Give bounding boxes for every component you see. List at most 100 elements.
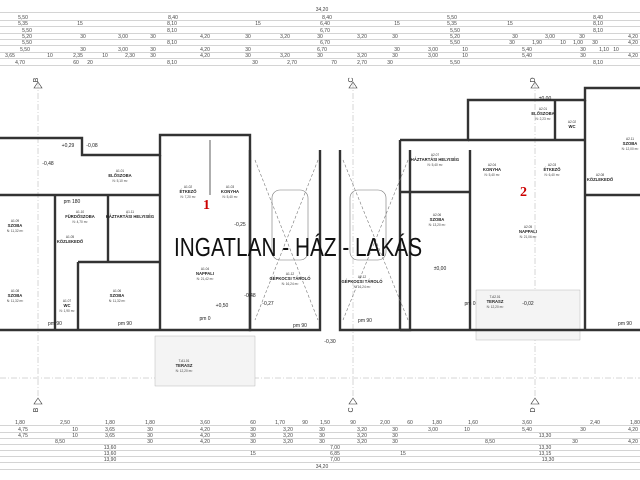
room-code: A1.11 bbox=[126, 210, 134, 214]
dimension-label: 30 bbox=[512, 34, 518, 40]
dimension-label: 3,00 bbox=[545, 34, 555, 40]
room-code: A1.02 bbox=[184, 185, 193, 189]
dimension-label: 13,60 bbox=[104, 451, 117, 457]
dimension-label: 3,20 bbox=[357, 427, 367, 433]
dimension-label: 4,20 bbox=[628, 427, 638, 433]
room-name: TERASZ bbox=[487, 299, 504, 304]
dimension-label: 30 bbox=[580, 47, 586, 53]
dimension-label: 4,20 bbox=[200, 47, 210, 53]
section-arrow-icon bbox=[530, 397, 540, 405]
dimension-label: 4,20 bbox=[628, 439, 638, 445]
dimension-label: 3,60 bbox=[200, 420, 210, 426]
room-name: SZOBA bbox=[430, 217, 445, 222]
dimension-label: 10 bbox=[613, 47, 619, 53]
level-mark: +0,50 bbox=[216, 303, 229, 309]
dimension-label: 2,30 bbox=[125, 53, 135, 59]
unit-marker-2: 2 bbox=[520, 185, 527, 200]
dimension-label: 1,10 bbox=[599, 47, 609, 53]
axis-label-bottom: C bbox=[348, 407, 355, 412]
dimension-label: 3,00 bbox=[428, 427, 438, 433]
dimension-label: 3,65 bbox=[105, 433, 115, 439]
dimension-label: 30 bbox=[392, 433, 398, 439]
dimension-label: 30 bbox=[317, 53, 323, 59]
dimension-label: 8,10 bbox=[593, 28, 603, 34]
dimension-label: 15 bbox=[77, 21, 83, 27]
dimension-label: 30 bbox=[580, 427, 586, 433]
room-code: A2.02 bbox=[568, 120, 577, 124]
room-code: A1.05 bbox=[66, 235, 75, 239]
room-area: N: 12,20 m² bbox=[487, 305, 504, 309]
dimension-label: 30 bbox=[592, 40, 598, 46]
dimension-label: 4,75 bbox=[18, 433, 28, 439]
room-area: N: 11,32 m² bbox=[7, 229, 23, 233]
dimension-label: 5,40 bbox=[522, 53, 532, 59]
dimension-label: 8,10 bbox=[167, 60, 177, 66]
room-area: N: 5,40 m² bbox=[485, 173, 500, 177]
dimension-label: 1,80 bbox=[145, 420, 155, 426]
dimension-label: 3,20 bbox=[283, 427, 293, 433]
level-mark: -0,27 bbox=[262, 301, 274, 307]
dimension-label: 10 bbox=[464, 427, 470, 433]
dimension-label: 60 bbox=[407, 420, 413, 426]
axis-label-top: B bbox=[33, 77, 40, 82]
dimension-label: 8,10 bbox=[593, 60, 603, 66]
dimension-label: 7,00 bbox=[330, 457, 340, 463]
dimension-label: 1,60 bbox=[468, 420, 478, 426]
dimension-label: 10 bbox=[72, 433, 78, 439]
dimension-label: 5,50 bbox=[22, 40, 32, 46]
room-name: ÉTKEZŐ bbox=[544, 167, 562, 172]
dimension-label: 6,40 bbox=[320, 21, 330, 27]
level-mark: pm 90 bbox=[48, 321, 62, 327]
room-area: N: 21,06 m² bbox=[520, 235, 537, 239]
walls bbox=[0, 86, 640, 332]
room-name: KÖZLEKEDŐ bbox=[57, 239, 84, 244]
dimension-label: 10 bbox=[72, 427, 78, 433]
level-mark: -0,48 bbox=[42, 161, 54, 167]
dimension-label: 60 bbox=[250, 420, 256, 426]
room-code: A2.04 bbox=[488, 163, 497, 167]
dimension-label: 30 bbox=[80, 47, 86, 53]
dimension-label: 3,20 bbox=[357, 34, 367, 40]
dimension-label: 5,35 bbox=[18, 21, 28, 27]
dimension-label: 1,50 bbox=[320, 420, 330, 426]
level-marks: +0,29-0,08-0,48+0,50±0,00-0,25-0,48-0,27… bbox=[42, 96, 632, 345]
room-area: N: 5,10 m² bbox=[113, 179, 128, 183]
room-name: ELŐSZOBA bbox=[531, 111, 554, 116]
level-mark: -0,48 bbox=[244, 293, 256, 299]
dimension-label: 4,20 bbox=[200, 427, 210, 433]
dimension-label: 13,90 bbox=[104, 457, 117, 463]
dimension-label: 30 bbox=[150, 47, 156, 53]
room-name: FÜRDŐSZOBA bbox=[65, 214, 95, 219]
room-code: A1.01 bbox=[116, 169, 125, 173]
dimension-label: 3,00 bbox=[428, 47, 438, 53]
dimension-label: 2,70 bbox=[287, 60, 297, 66]
dimension-label: 90 bbox=[350, 420, 356, 426]
dimension-label: 30 bbox=[252, 60, 258, 66]
dimension-label: 30 bbox=[579, 34, 585, 40]
section-arrow-icon bbox=[33, 397, 43, 405]
dimension-label: 5,50 bbox=[22, 28, 32, 34]
room-name: SZOBA bbox=[623, 141, 638, 146]
dimension-label: 3,00 bbox=[118, 34, 128, 40]
dimension-label: 5,50 bbox=[18, 15, 28, 21]
unit-marker-1: 1 bbox=[203, 198, 210, 213]
dimension-label: 30 bbox=[250, 433, 256, 439]
level-mark: +0,29 bbox=[62, 143, 75, 149]
room-area: N: 16,24 m² bbox=[354, 285, 371, 289]
room-area: N: 2,23 m² bbox=[536, 117, 551, 121]
dimension-label: 30 bbox=[572, 439, 578, 445]
dimension-label: 2,50 bbox=[60, 420, 70, 426]
dimension-label: 8,40 bbox=[168, 15, 178, 21]
dimension-label: 5,50 bbox=[450, 28, 460, 34]
dimension-label: 3,20 bbox=[283, 439, 293, 445]
